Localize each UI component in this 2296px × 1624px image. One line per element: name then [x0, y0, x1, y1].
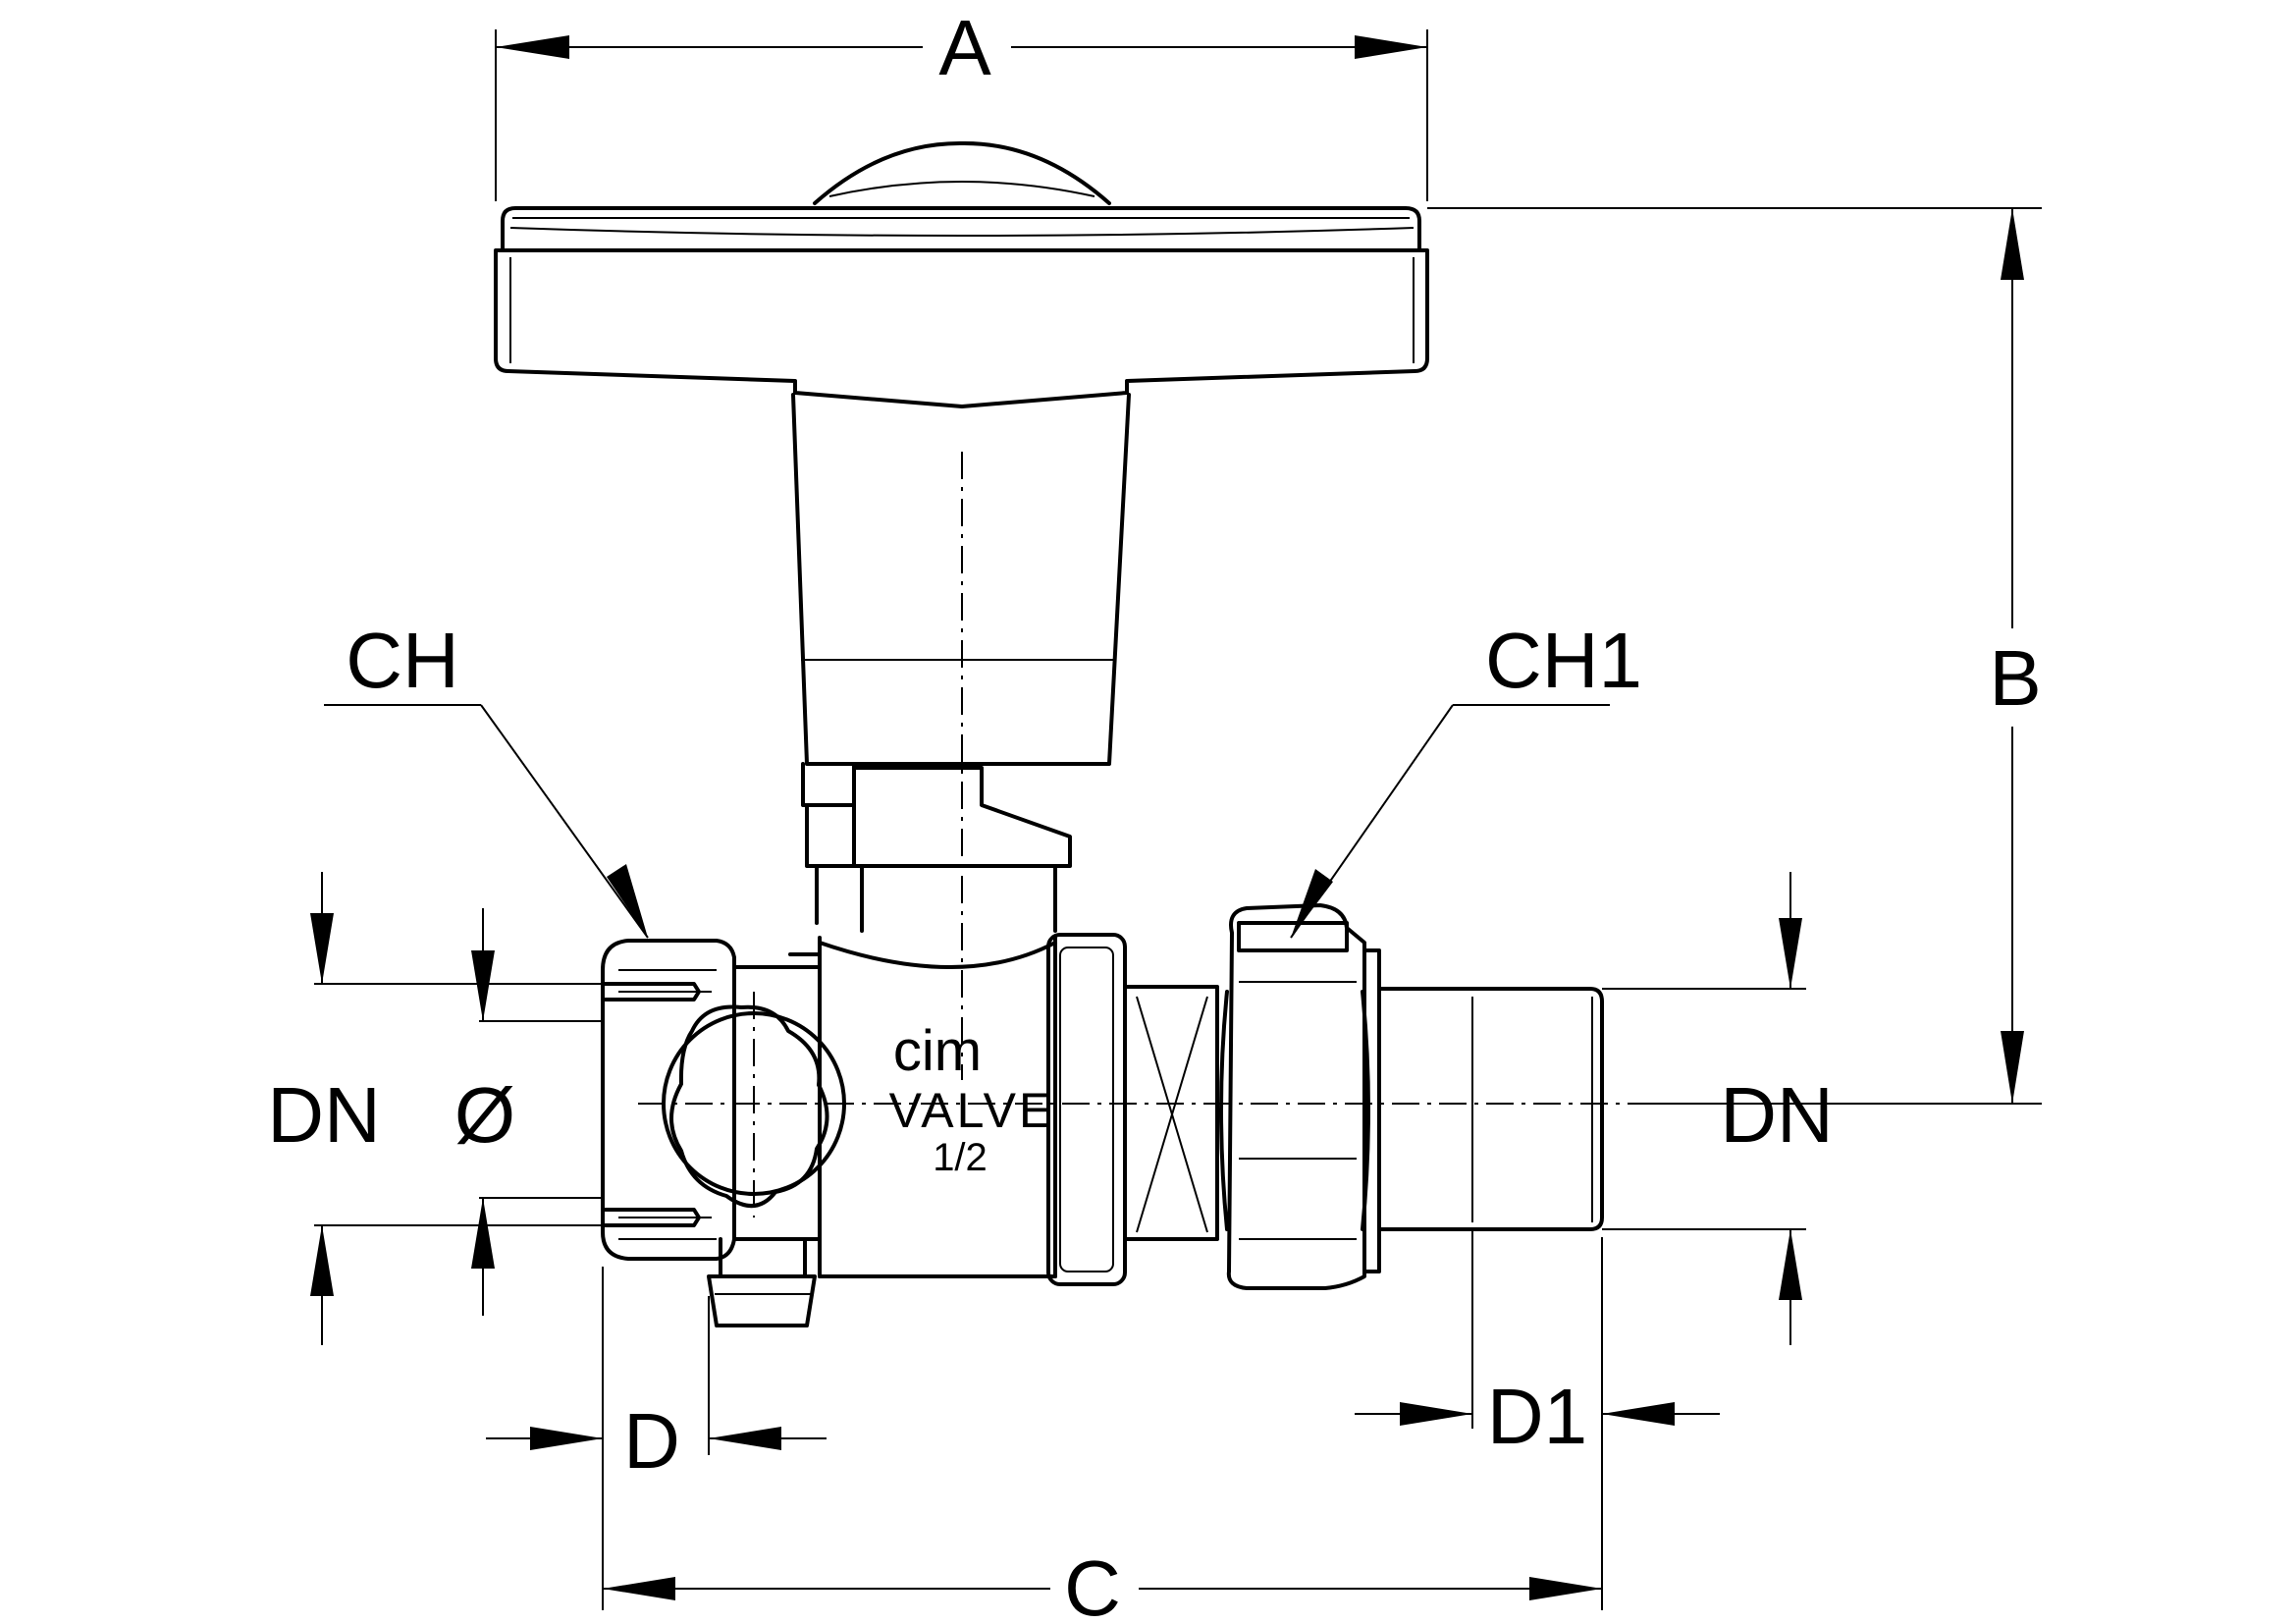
- dimension-d1: D1: [1355, 1229, 1720, 1460]
- valve-stem: [791, 393, 1131, 933]
- model-mark: VALVE: [889, 1083, 1055, 1138]
- dimension-b: B: [1427, 207, 2042, 1105]
- label-diameter: Ø: [454, 1071, 515, 1159]
- t-handle: [494, 140, 1429, 408]
- dimension-dn-right: DN: [1602, 872, 1834, 1345]
- dimension-a: A: [495, 4, 1428, 201]
- leader-ch: CH: [324, 617, 649, 939]
- brand-mark: cim: [893, 1019, 982, 1083]
- union-nut: [1219, 903, 1381, 1290]
- label-a: A: [938, 4, 991, 91]
- label-d: D: [623, 1397, 680, 1485]
- right-male-end: [1377, 987, 1604, 1231]
- label-ch: CH: [346, 617, 459, 704]
- label-ch1: CH1: [1485, 617, 1642, 704]
- left-female-end: [601, 939, 736, 1261]
- dimension-d: D: [486, 1296, 827, 1485]
- body-marking: cim VALVE 1/2: [889, 1019, 1055, 1179]
- centerlines: [638, 452, 1629, 1218]
- dimension-dn-left: DN: [267, 872, 603, 1345]
- label-b: B: [1989, 634, 2041, 722]
- label-c: C: [1064, 1544, 1121, 1624]
- leader-ch1: CH1: [1290, 617, 1642, 939]
- dimension-c: C: [602, 1237, 1603, 1624]
- dimension-diameter: Ø: [454, 908, 603, 1316]
- size-mark: 1/2: [933, 1136, 988, 1179]
- label-dn-right: DN: [1720, 1071, 1834, 1159]
- label-d1: D1: [1487, 1373, 1587, 1460]
- label-dn-left: DN: [267, 1071, 381, 1159]
